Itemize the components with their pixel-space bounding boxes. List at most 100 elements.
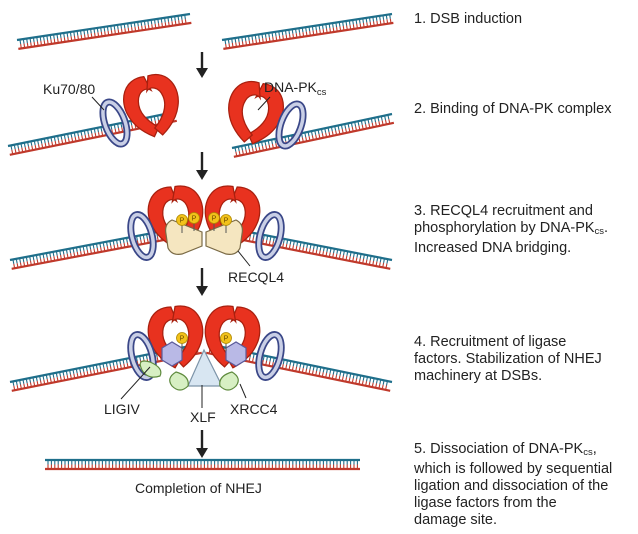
dna-base-bottom — [116, 365, 119, 370]
dna-base-bottom — [56, 255, 59, 261]
dna-base-bottom — [275, 36, 278, 41]
dna-base-bottom — [322, 251, 325, 256]
label-dnapk: DNA-PKcs — [264, 79, 327, 98]
dna-base-top — [382, 380, 385, 385]
arrow-head — [196, 170, 208, 180]
dna-base-top — [292, 240, 295, 246]
dna-base-bottom — [341, 376, 344, 382]
dna-base-top — [106, 26, 109, 31]
dna-base-top — [372, 378, 375, 383]
dna-base-top — [49, 373, 52, 379]
dna-base-top — [75, 368, 78, 374]
dna-base-bottom — [124, 28, 127, 33]
dna-base-top — [309, 244, 312, 249]
dna-base-bottom — [375, 261, 378, 267]
step-4-line-3: machinery at DSBs. — [414, 368, 543, 384]
dna-base-bottom — [14, 149, 17, 154]
dna-base-top — [306, 243, 309, 249]
dna-base-top — [137, 21, 139, 27]
dna-base-top — [269, 356, 272, 362]
dna-base-top — [372, 16, 375, 22]
dna-base-top — [133, 22, 136, 27]
dna-base-top — [139, 235, 142, 240]
dna-base-bottom — [348, 256, 351, 261]
dna-base-top — [113, 124, 116, 129]
dna-base-bottom — [100, 247, 103, 252]
dna-base-top — [298, 28, 301, 33]
dna-base-bottom — [365, 259, 368, 265]
dna-base-bottom — [77, 35, 80, 40]
dna-base-top — [50, 137, 53, 142]
dna-base-bottom — [37, 144, 40, 149]
dna-base-bottom — [97, 32, 100, 37]
dna-base-top — [268, 32, 270, 38]
dna-base-bottom — [74, 136, 77, 142]
dna-base-top — [373, 256, 375, 262]
dna-base-bottom — [248, 236, 251, 242]
dna-base-top — [328, 23, 331, 29]
ku-ring-row4-left — [127, 331, 157, 381]
dna-base-top — [32, 377, 35, 382]
dna-base-top — [362, 18, 364, 24]
dna-base-top — [348, 20, 351, 26]
dna-base-top — [59, 371, 62, 377]
dna-base-bottom — [299, 32, 301, 38]
dna-base-bottom — [99, 368, 102, 374]
dna-base-bottom — [348, 377, 351, 383]
dna-base-bottom — [282, 35, 285, 40]
dna-base-top — [302, 242, 305, 248]
dna-base-bottom — [378, 121, 381, 126]
dna-base-bottom — [30, 42, 32, 48]
dna-base-bottom — [245, 149, 248, 155]
dna-base-bottom — [312, 249, 315, 254]
dna-base-top — [163, 17, 166, 23]
dna-base-top — [288, 29, 291, 35]
dna-base-bottom — [305, 136, 308, 142]
dna-base-bottom — [161, 22, 164, 28]
dna-base-top — [329, 369, 332, 374]
dna-base-top — [32, 255, 35, 261]
dna-base-top — [55, 372, 58, 378]
dna-base-bottom — [19, 384, 22, 390]
dna-base-top — [368, 17, 371, 22]
step-1-text: 1. DSB induction — [414, 11, 636, 28]
dna-base-top — [335, 22, 338, 28]
dna-base-bottom — [63, 375, 66, 381]
dna-base-top — [306, 364, 309, 370]
dna-base-bottom — [67, 36, 69, 42]
dna-base-top — [79, 367, 82, 373]
dna-base-bottom — [41, 143, 44, 149]
dna-top-strand — [7, 110, 176, 148]
dna-base-top — [127, 23, 129, 28]
dna-base-top — [92, 244, 95, 249]
dna-base-bottom — [57, 140, 60, 145]
dna-base-bottom — [154, 23, 157, 29]
dna-base-top — [102, 363, 105, 368]
dna-base-top — [254, 34, 257, 40]
dna-base-top — [342, 372, 345, 377]
dna-base-top — [237, 37, 240, 43]
ku-ring-fill — [129, 332, 155, 380]
dna-base-top — [312, 365, 315, 371]
dna-base-top — [339, 249, 342, 255]
dna-base-bottom — [90, 249, 92, 254]
dna-base-bottom — [106, 246, 109, 251]
dna-base-bottom — [29, 382, 32, 388]
phospho-circle — [208, 212, 220, 224]
dna-base-bottom — [355, 379, 358, 384]
dna-base-bottom — [17, 148, 20, 153]
dna-row2-right — [231, 112, 395, 158]
dna-base-top — [383, 258, 385, 264]
dna-base-bottom — [378, 262, 381, 267]
arrow-4 — [196, 430, 208, 458]
dna-row1-right — [221, 12, 394, 50]
dna-base-top — [330, 126, 333, 132]
dna-base-bottom — [70, 36, 73, 41]
dna-base-bottom — [328, 131, 331, 137]
dna-base-bottom — [342, 255, 345, 260]
xrcc4-leader-line — [239, 383, 247, 399]
dna-row1-left — [16, 12, 192, 50]
dna-base-top — [125, 358, 128, 364]
dna-base-bottom — [342, 25, 345, 31]
dna-base-top — [324, 128, 327, 133]
